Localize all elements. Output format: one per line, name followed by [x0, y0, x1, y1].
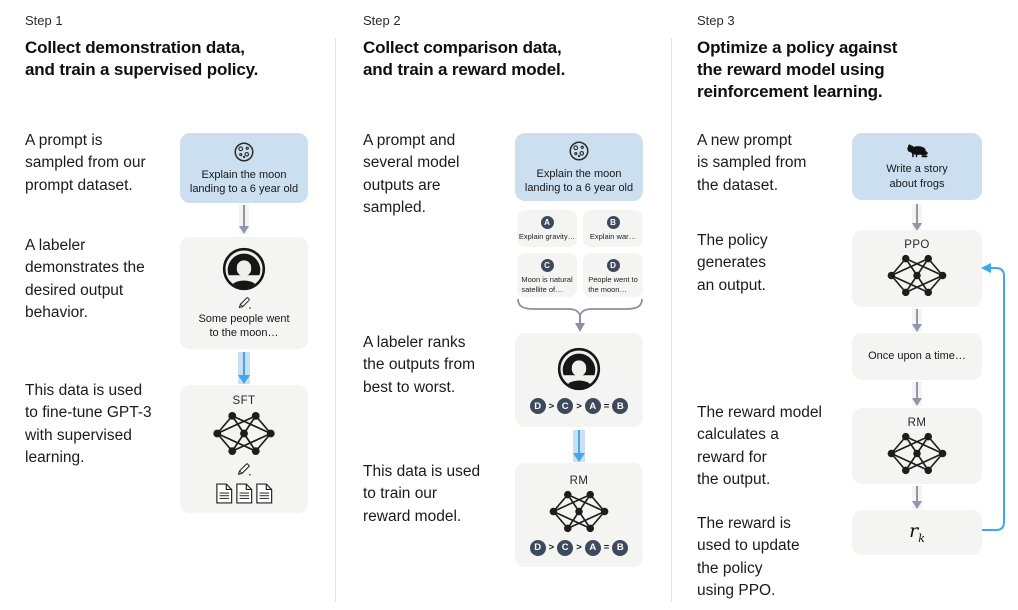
rank-badge: B	[612, 539, 629, 556]
step3-paragraph-reward-update: The reward is used to update the policy …	[697, 515, 800, 599]
column-divider-1	[335, 38, 336, 602]
ranking-row: D > C > A = B	[529, 398, 629, 414]
rank-badge: A	[584, 539, 601, 556]
rank-separator: =	[603, 400, 610, 412]
arrow-down-icon	[573, 430, 585, 462]
document-icon	[235, 483, 252, 503]
arrow-down-icon	[912, 204, 922, 231]
arrow-down-icon	[239, 205, 249, 234]
output-text: Explain gravity…	[518, 232, 576, 241]
output-text: Explain war…	[589, 232, 637, 241]
step3-reward-model-box: RM	[852, 408, 982, 484]
step3-label: Step 3	[697, 13, 735, 28]
step1-title: Collect demonstration data, and train a …	[25, 38, 259, 79]
step3-paragraph-prompt: A new prompt is sampled from the dataset…	[697, 132, 807, 194]
document-icon	[255, 483, 272, 503]
step1-labeler-box: Some people went to the moon…	[180, 237, 308, 349]
rank-separator: >	[576, 542, 582, 553]
step1-paragraph-data: This data is used to fine-tune GPT-3 wit…	[25, 382, 152, 466]
step3-paragraph-policy: The policy generates an output.	[697, 232, 768, 294]
document-icon	[215, 483, 232, 503]
neural-network-icon	[886, 431, 948, 475]
output-text: People went to the moon…	[588, 275, 638, 294]
step1-sft-model-box: SFT	[180, 385, 308, 513]
rank-badge: C	[557, 539, 574, 556]
arrow-down-icon	[238, 352, 250, 384]
output-box-d: D People went to the moon…	[583, 253, 643, 297]
labeler-avatar-icon	[221, 246, 267, 292]
output-letter-badge: D	[606, 259, 620, 272]
rank-badge: B	[612, 398, 629, 414]
sft-model-label: SFT	[232, 394, 256, 407]
neural-network-icon	[548, 489, 610, 533]
output-box-b: B Explain war…	[583, 210, 643, 247]
column-divider-2	[671, 38, 672, 602]
step1-paragraph-labeler: A labeler demonstrates the desired outpu…	[25, 237, 145, 321]
reward-model-label: RM	[569, 474, 589, 487]
step3-prompt-box: Write a story about frogs	[852, 133, 982, 200]
neural-network-icon	[212, 410, 276, 456]
moon-icon	[234, 141, 254, 162]
step3-reward-value-box: rk	[852, 510, 982, 555]
step1-prompt-text: Explain the moon landing to a 6 year old	[189, 168, 299, 196]
step1-labeler-demo-text: Some people went to the moon…	[198, 312, 290, 340]
step2-paragraph-labeler: A labeler ranks the outputs from best to…	[363, 334, 476, 396]
rank-separator: =	[603, 542, 610, 553]
rank-badge: D	[529, 539, 546, 556]
pencil-icon	[238, 462, 252, 476]
rank-separator: >	[576, 400, 582, 412]
step1-paragraph-prompt: A prompt is sampled from our prompt data…	[25, 132, 146, 194]
step3-paragraph-reward-model: The reward model calculates a reward for…	[697, 404, 822, 488]
step2-paragraph-prompt: A prompt and several model outputs are s…	[363, 132, 460, 216]
output-letter-badge: B	[606, 216, 620, 229]
rank-separator: >	[548, 542, 555, 553]
output-letter-badge: A	[540, 216, 554, 229]
neural-network-icon	[886, 254, 948, 297]
step1-prompt-box: Explain the moon landing to a 6 year old	[180, 133, 308, 203]
rank-separator: >	[548, 400, 555, 412]
step3-ppo-policy-box: PPO	[852, 230, 982, 307]
reward-model-label: RM	[907, 416, 927, 429]
step2-title: Collect comparison data, and train a rew…	[363, 38, 566, 79]
labeler-avatar-icon	[556, 346, 602, 392]
arrow-down-icon	[912, 382, 922, 406]
feedback-loop-arrow-icon	[981, 263, 1005, 531]
step3-output-text: Once upon a time…	[868, 350, 966, 363]
step1-label: Step 1	[25, 13, 63, 28]
step2-prompt-box: Explain the moon landing to a 6 year old	[515, 133, 643, 201]
output-box-a: A Explain gravity…	[517, 210, 577, 247]
step2-reward-model-box: RM D > C > A = B	[515, 463, 643, 567]
arrow-down-icon	[912, 309, 922, 332]
rank-badge: A	[584, 398, 601, 414]
brace-merge-arrow-icon	[517, 299, 643, 332]
pencil-icon	[238, 296, 251, 309]
ranking-row: D > C > A = B	[529, 539, 629, 556]
frog-icon	[906, 144, 928, 158]
step2-label: Step 2	[363, 13, 401, 28]
training-documents	[215, 483, 273, 504]
output-box-c: C Moon is natural satellite of…	[517, 253, 577, 297]
ppo-policy-label: PPO	[904, 239, 930, 251]
rank-badge: D	[529, 398, 546, 414]
step3-output-box: Once upon a time…	[852, 333, 982, 380]
step2-paragraph-data: This data is used to train our reward mo…	[363, 463, 481, 525]
rank-badge: C	[557, 398, 574, 414]
output-letter-badge: C	[540, 259, 554, 272]
step3-prompt-text: Write a story about frogs	[886, 163, 948, 190]
reward-value-symbol: rk	[909, 520, 925, 545]
step2-labeler-ranking-box: D > C > A = B	[515, 333, 643, 427]
step3-title: Optimize a policy against the reward mod…	[697, 38, 898, 101]
arrow-down-icon	[912, 486, 922, 509]
output-text: Moon is natural satellite of…	[521, 275, 573, 294]
moon-icon	[569, 140, 589, 161]
step2-prompt-text: Explain the moon landing to a 6 year old	[524, 167, 634, 195]
